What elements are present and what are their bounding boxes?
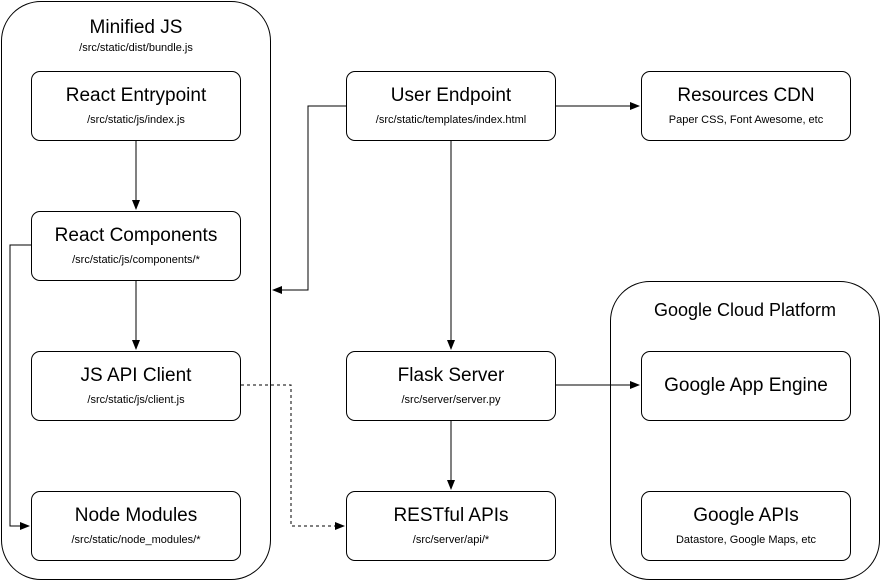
react-entrypoint-node: React Entrypoint /src/static/js/index.js — [31, 71, 241, 141]
node-modules-path: /src/static/node_modules/* — [71, 534, 201, 546]
flask-server-path: /src/server/server.py — [401, 394, 501, 406]
node-modules-node: Node Modules /src/static/node_modules/* — [31, 491, 241, 561]
js-api-client-path: /src/static/js/client.js — [87, 394, 185, 406]
react-components-node: React Components /src/static/js/componen… — [31, 211, 241, 281]
resources-cdn-detail: Paper CSS, Font Awesome, etc — [668, 114, 824, 126]
google-app-engine-title: Google App Engine — [664, 375, 828, 396]
google-app-engine-node: Google App Engine — [641, 351, 851, 421]
user-endpoint-title: User Endpoint — [390, 85, 512, 106]
flask-server-title: Flask Server — [397, 365, 505, 386]
gcp-title: Google Cloud Platform — [653, 300, 837, 320]
js-api-client-node: JS API Client /src/static/js/client.js — [31, 351, 241, 421]
google-apis-detail: Datastore, Google Maps, etc — [675, 534, 816, 546]
restful-apis-path: /src/server/api/* — [412, 534, 490, 546]
user-endpoint-path: /src/static/templates/index.html — [375, 114, 527, 126]
node-modules-title: Node Modules — [74, 505, 198, 526]
edge-endpoint-to-minified-js — [272, 105, 346, 294]
minified-js-subtitle: /src/static/dist/bundle.js — [79, 42, 193, 54]
resources-cdn-node: Resources CDN Paper CSS, Font Awesome, e… — [641, 71, 851, 141]
minified-js-title: Minified JS — [89, 17, 183, 38]
react-entrypoint-title: React Entrypoint — [65, 85, 207, 106]
react-entrypoint-path: /src/static/js/index.js — [87, 114, 185, 126]
google-apis-title: Google APIs — [693, 505, 799, 526]
js-api-client-title: JS API Client — [80, 365, 192, 386]
react-components-title: React Components — [54, 225, 218, 246]
user-endpoint-node: User Endpoint /src/static/templates/inde… — [346, 71, 556, 141]
google-apis-node: Google APIs Datastore, Google Maps, etc — [641, 491, 851, 561]
resources-cdn-title: Resources CDN — [677, 85, 815, 106]
restful-apis-title: RESTful APIs — [393, 505, 509, 526]
restful-apis-node: RESTful APIs /src/server/api/* — [346, 491, 556, 561]
flask-server-node: Flask Server /src/server/server.py — [346, 351, 556, 421]
react-components-path: /src/static/js/components/* — [72, 254, 200, 266]
